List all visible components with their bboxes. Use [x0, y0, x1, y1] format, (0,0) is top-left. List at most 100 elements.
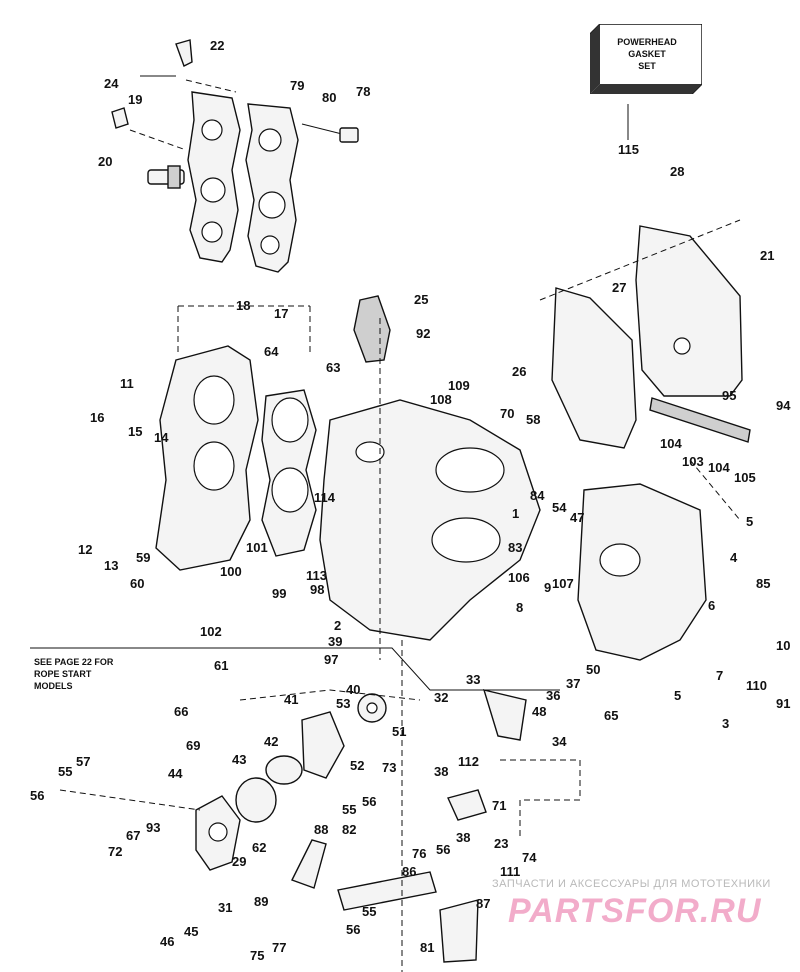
callout-18: 18: [236, 298, 250, 313]
callout-56d: 56: [346, 922, 360, 937]
callout-73: 73: [382, 760, 396, 775]
lower-linkage: [195, 689, 527, 963]
callout-2: 2: [334, 618, 341, 633]
callout-24: 24: [104, 76, 119, 91]
callout-32: 32: [434, 690, 448, 705]
cylinder-head-cover: [187, 91, 299, 273]
callout-87: 87: [476, 896, 490, 911]
callout-28: 28: [670, 164, 684, 179]
callout-107: 107: [552, 576, 574, 591]
callout-78: 78: [356, 84, 370, 99]
callout-17: 17: [274, 306, 288, 321]
callout-85: 85: [756, 576, 770, 591]
callout-80: 80: [322, 90, 336, 105]
callout-34: 34: [552, 734, 567, 749]
callout-104b: 104: [708, 460, 730, 475]
callout-92: 92: [416, 326, 430, 341]
callout-114: 114: [314, 490, 336, 505]
callout-56c: 56: [436, 842, 450, 857]
callout-99: 99: [272, 586, 286, 601]
callout-104: 104: [660, 436, 682, 451]
callout-60: 60: [130, 576, 144, 591]
callout-57: 57: [76, 754, 90, 769]
callout-50: 50: [586, 662, 600, 677]
callout-63: 63: [326, 360, 340, 375]
callout-113: 113: [306, 568, 327, 583]
callout-45: 45: [184, 924, 198, 939]
callout-19: 19: [128, 92, 142, 107]
callout-72: 72: [108, 844, 122, 859]
callout-5b: 5: [674, 688, 681, 703]
callout-15: 15: [128, 424, 142, 439]
watermark-brand: PARTSFOR.RU: [508, 892, 762, 930]
callout-61: 61: [214, 658, 228, 673]
callout-8: 8: [516, 600, 523, 615]
callouts: 22 24 19 79 80 78 20 18 17 115 28 21 27 …: [30, 38, 791, 963]
callout-67: 67: [126, 828, 140, 843]
callout-5: 5: [746, 514, 753, 529]
cylinder-block: [319, 295, 541, 641]
callout-102: 102: [200, 624, 222, 639]
fitting-20: [147, 165, 185, 189]
callout-81: 81: [420, 940, 434, 955]
callout-31: 31: [218, 900, 232, 915]
callout-47: 47: [570, 510, 584, 525]
callout-93: 93: [146, 820, 160, 835]
callout-48: 48: [532, 704, 546, 719]
rope-start-note: SEE PAGE 22 FOR ROPE START MODELS: [34, 657, 114, 691]
callout-16: 16: [90, 410, 104, 425]
gasket-set-box: [590, 24, 702, 94]
callout-111: 111: [500, 864, 520, 879]
callout-38: 38: [434, 764, 448, 779]
callout-52: 52: [350, 758, 364, 773]
callout-108: 108: [430, 392, 452, 407]
exhaust-cover: [155, 345, 317, 571]
callout-7: 7: [716, 668, 723, 683]
callout-55: 55: [58, 764, 72, 779]
callout-40: 40: [346, 682, 360, 697]
callout-84: 84: [530, 488, 545, 503]
callout-23: 23: [494, 836, 508, 851]
callout-44: 44: [168, 766, 183, 781]
callout-12: 12: [78, 542, 92, 557]
clip-24: [111, 107, 129, 129]
callout-3: 3: [722, 716, 729, 731]
callout-100: 100: [220, 564, 242, 579]
callout-53: 53: [336, 696, 350, 711]
callout-83: 83: [508, 540, 522, 555]
callout-94: 94: [776, 398, 791, 413]
callout-22: 22: [210, 38, 224, 53]
callout-64: 64: [264, 344, 279, 359]
callout-115: 115: [618, 142, 639, 157]
callout-86: 86: [402, 864, 416, 879]
callout-14: 14: [154, 430, 169, 445]
callout-33: 33: [466, 672, 480, 687]
callout-69: 69: [186, 738, 200, 753]
callout-13: 13: [104, 558, 118, 573]
callout-54: 54: [552, 500, 567, 515]
gasket-set-label: POWERHEAD GASKET SET: [617, 37, 677, 71]
callout-55c: 55: [362, 904, 376, 919]
callout-97: 97: [324, 652, 338, 667]
callout-10: 10: [776, 638, 790, 653]
callout-27: 27: [612, 280, 626, 295]
callout-106: 106: [508, 570, 530, 585]
callout-77: 77: [272, 940, 286, 955]
watermark-subtitle: ЗАПЧАСТИ И АКСЕССУАРЫ ДЛЯ МОТОТЕХНИКИ: [492, 878, 771, 890]
sensor-78: [301, 123, 359, 143]
callout-89: 89: [254, 894, 268, 909]
callout-75: 75: [250, 948, 264, 963]
callout-39: 39: [328, 634, 342, 649]
callout-76: 76: [412, 846, 426, 861]
callout-55b: 55: [342, 802, 356, 817]
callout-36: 36: [546, 688, 560, 703]
callout-43: 43: [232, 752, 246, 767]
callout-109: 109: [448, 378, 470, 393]
callout-20: 20: [98, 154, 112, 169]
callout-88: 88: [314, 822, 328, 837]
callout-101: 101: [246, 540, 268, 555]
callout-41: 41: [284, 692, 298, 707]
callout-66: 66: [174, 704, 188, 719]
callout-56: 56: [30, 788, 44, 803]
